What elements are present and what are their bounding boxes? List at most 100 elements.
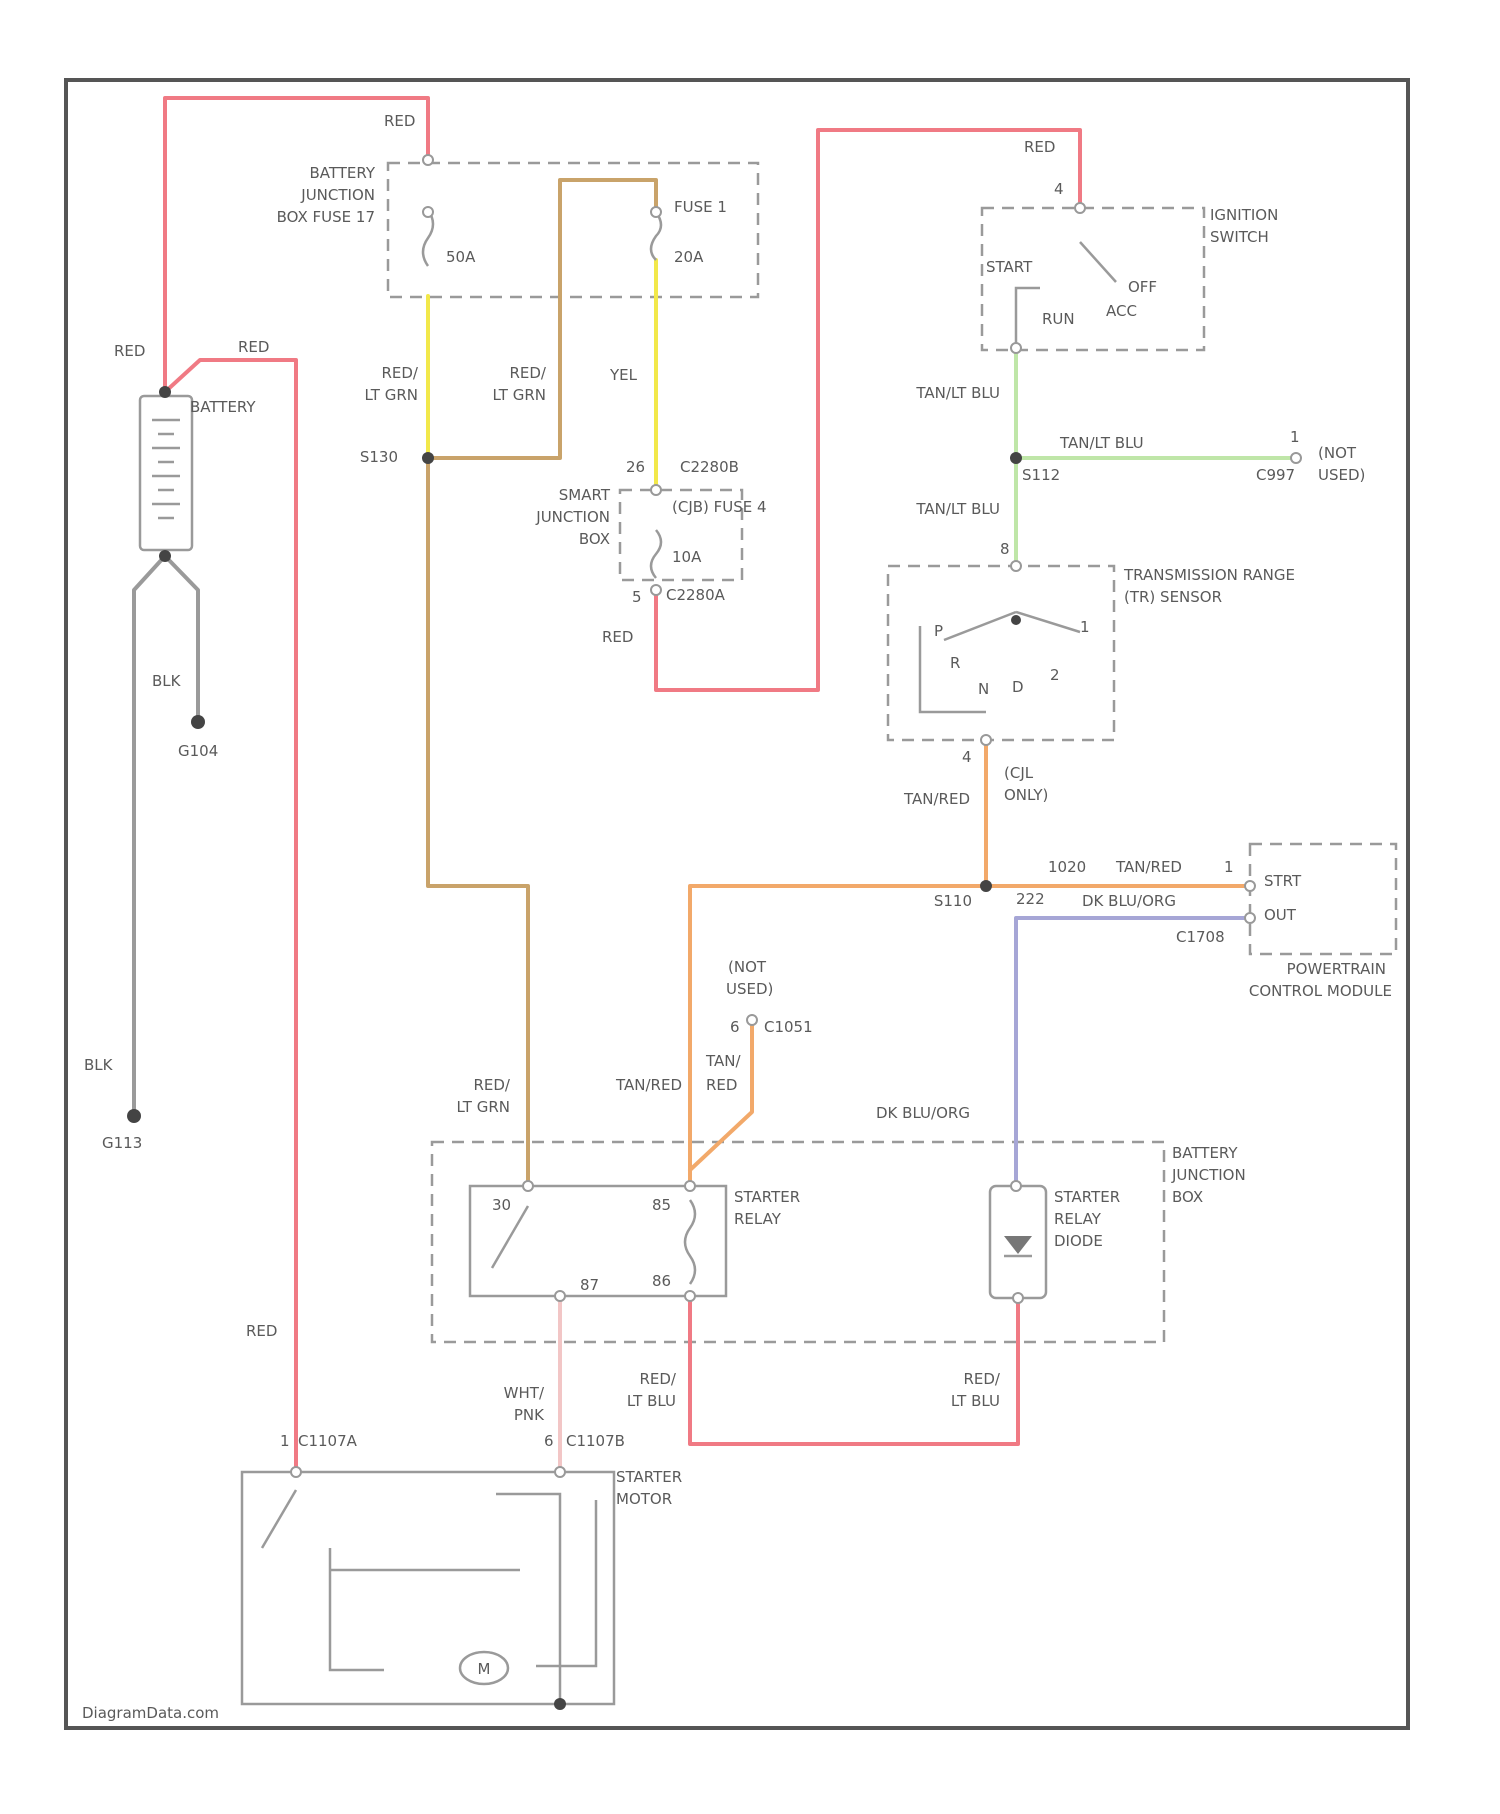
wire-label-yel: YEL (609, 366, 638, 384)
ign-pos-off: OFF (1128, 278, 1157, 296)
tr-sensor-housing (888, 566, 1114, 740)
connector-c1708: C1708 (1176, 928, 1225, 946)
battery-cells (152, 420, 180, 518)
wire-label-tan-red-4a: TAN/ (705, 1052, 741, 1070)
tr-sensor-contacts (920, 612, 1080, 712)
not-used-2-a: (NOT (728, 958, 767, 976)
starter-motor-label-2: MOTOR (616, 1490, 672, 1508)
wire-label-red-right-top: RED (1024, 138, 1055, 156)
tr-sensor-label-2: (TR) SENSOR (1124, 588, 1222, 606)
connector-g113: G113 (102, 1134, 142, 1152)
wire-label-red-top: RED (384, 112, 415, 130)
pcm-pin-strt: STRT (1264, 872, 1302, 890)
smart-jb-label-3: BOX (579, 530, 610, 548)
bjb-relay-label-1: BATTERY (1172, 1144, 1238, 1162)
pin-1: 1 (1290, 428, 1300, 446)
tr-pos-d: D (1012, 678, 1024, 696)
connector-s130: S130 (360, 448, 398, 466)
pin-26: 26 (626, 458, 645, 476)
connector-c1107b: C1107B (566, 1432, 625, 1450)
fuse-17-symbol (423, 210, 433, 266)
bjb-fuse-label-3: BOX FUSE 17 (277, 208, 375, 226)
tr-pos-n: N (978, 680, 989, 698)
wire-label-tan-lt-blu-2: TAN/LT BLU (1059, 434, 1144, 452)
wire-label-wht-pnk-b: PNK (514, 1406, 545, 1424)
wire-label-red-cjb: RED (602, 628, 633, 646)
wire-label-red-battery-2: RED (238, 338, 269, 356)
wire-tan-red-notused (690, 1020, 752, 1170)
wire-blk-ground-2 (165, 556, 198, 722)
wire-label-dk-blu-org-1: DK BLU/ORG (1082, 892, 1176, 910)
relay-pin-86: 86 (652, 1272, 671, 1290)
not-used-1-b: USED) (1318, 466, 1365, 484)
wire-label-tan-red-2: TAN/RED (1115, 858, 1182, 876)
tr-sensor-label-1: TRANSMISSION RANGE (1123, 566, 1295, 584)
fuse-17-rating: 50A (446, 248, 476, 266)
fuse-1-rating: 20A (674, 248, 704, 266)
pin-6: 6 (730, 1018, 740, 1036)
connector-g104: G104 (178, 742, 218, 760)
pin-8: 8 (1000, 540, 1010, 558)
wire-label-red-lt-grn-relay-1: RED/ (473, 1076, 510, 1094)
pcm-pin-out: OUT (1264, 906, 1297, 924)
starter-motor-internals (262, 1490, 596, 1700)
tr-pos-r: R (950, 654, 960, 672)
cjb-fuse-symbol (651, 530, 661, 578)
pin-5: 5 (632, 588, 642, 606)
bjb-relay-label-2: JUNCTION (1171, 1166, 1246, 1184)
starter-motor-label-1: STARTER (616, 1468, 682, 1486)
relay-pin-30: 30 (492, 1196, 511, 1214)
not-used-2-b: USED) (726, 980, 773, 998)
pin-4b: 4 (962, 748, 972, 766)
wire-label-tan-red-4b: RED (706, 1076, 737, 1094)
wire-label-tan-red-3: TAN/RED (615, 1076, 682, 1094)
terminal-rings (291, 155, 1301, 1477)
cjl-only-1: (CJL (1004, 764, 1034, 782)
wire-label-blk-2: BLK (84, 1056, 114, 1074)
wire-label-red-motor: RED (246, 1322, 277, 1340)
connector-c997: C997 (1256, 466, 1295, 484)
ignition-switch-label-1: IGNITION (1210, 206, 1278, 224)
tr-pos-2: 2 (1050, 666, 1060, 684)
starter-motor-body (242, 1472, 614, 1704)
fuse-1-symbol (651, 212, 661, 260)
ign-pos-start: START (986, 258, 1033, 276)
wire-label-red-lt-grn-mid-2: LT GRN (493, 386, 547, 404)
cjb-fuse-label: (CJB) FUSE 4 (672, 498, 767, 516)
pin-1020: 1020 (1048, 858, 1086, 876)
battery-junction-box-fuse-housing (388, 163, 758, 297)
wire-label-red-lt-blu-1b: LT BLU (627, 1392, 676, 1410)
pcm-housing (1250, 844, 1396, 954)
relay-pin-85: 85 (652, 1196, 671, 1214)
relay-pin-87: 87 (580, 1276, 599, 1294)
ignition-switch-label-2: SWITCH (1210, 228, 1269, 246)
ign-pos-run: RUN (1042, 310, 1075, 328)
wire-label-dk-blu-org-2: DK BLU/ORG (876, 1104, 970, 1122)
pcm-label-1: POWERTRAIN (1287, 960, 1386, 978)
not-used-1-a: (NOT (1318, 444, 1357, 462)
starter-relay-label-1: STARTER (734, 1188, 800, 1206)
bjb-fuse-label-2: JUNCTION (300, 186, 375, 204)
tr-pos-1: 1 (1080, 618, 1090, 636)
wire-label-tan-lt-blu-1: TAN/LT BLU (915, 384, 1000, 402)
diode-label-1: STARTER (1054, 1188, 1120, 1206)
pin-4: 4 (1054, 180, 1064, 198)
connector-c1107a: C1107A (298, 1432, 358, 1450)
pcm-label-2: CONTROL MODULE (1249, 982, 1392, 1000)
smart-jb-label-2: JUNCTION (535, 508, 610, 526)
wire-red-lt-grn-loop (428, 180, 656, 458)
wire-label-blk-1: BLK (152, 672, 182, 690)
starter-relay-label-2: RELAY (734, 1210, 782, 1228)
pin-1b: 1 (1224, 858, 1234, 876)
wire-label-red-lt-blu-2b: LT BLU (951, 1392, 1000, 1410)
fuse-1-label: FUSE 1 (674, 198, 727, 216)
cjb-fuse-rating: 10A (672, 548, 702, 566)
wire-label-red-lt-grn-relay-2: LT GRN (457, 1098, 511, 1116)
pin-1c: 1 (280, 1432, 290, 1450)
pin-6b: 6 (544, 1432, 554, 1450)
diode-label-2: RELAY (1054, 1210, 1102, 1228)
wire-label-red-lt-grn-left-1: RED/ (381, 364, 418, 382)
connector-c1051: C1051 (764, 1018, 813, 1036)
wire-label-red-lt-blu-2a: RED/ (963, 1370, 1000, 1388)
motor-symbol-label: M (478, 1660, 491, 1678)
